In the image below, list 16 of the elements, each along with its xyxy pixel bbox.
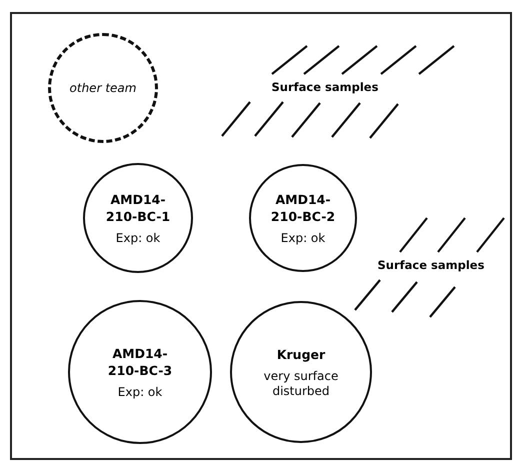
sample-note: Exp: ok	[280, 230, 326, 246]
sample-note: Exp: ok	[116, 384, 164, 400]
sample-circle	[68, 300, 212, 444]
sample-name: AMD14-210-BC-3	[106, 344, 174, 378]
sample-name: Kruger	[276, 346, 326, 362]
area-label: Surface samples	[272, 80, 378, 94]
sample-circle	[249, 164, 357, 272]
sample-note: very surface disturbed	[262, 368, 340, 398]
dashed-circle	[48, 33, 158, 143]
sample-note: Exp: ok	[114, 230, 162, 246]
sample-name: AMD14-210-BC-1	[104, 190, 172, 224]
area-label: Surface samples	[378, 258, 484, 272]
circle-label: other team	[70, 80, 136, 96]
sample-circle	[83, 163, 193, 273]
sample-circle	[230, 301, 372, 443]
sample-name: AMD14-210-BC-2	[270, 190, 336, 224]
